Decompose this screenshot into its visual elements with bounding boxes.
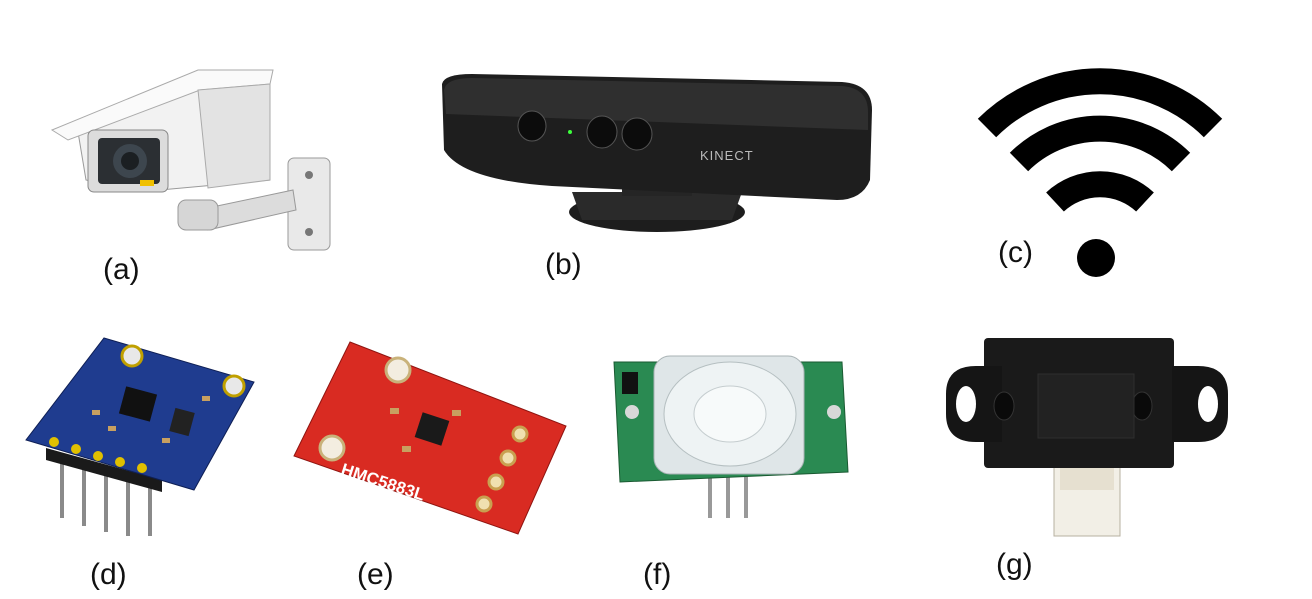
magnetometer-board-icon: HMC5883L <box>290 338 572 536</box>
surveillance-camera-icon <box>48 60 338 260</box>
panel-label-a: (a) <box>103 253 140 286</box>
kinect-sensor-icon: KINECT <box>432 70 882 240</box>
pir-sensor-icon <box>610 332 855 522</box>
wifi-icon <box>975 40 1225 280</box>
panel-label-d: (d) <box>90 558 127 591</box>
ir-distance-sensor-icon <box>942 334 1232 544</box>
panel-label-c: (c) <box>998 236 1033 269</box>
panel-label-g: (g) <box>996 548 1033 581</box>
panel-label-b: (b) <box>545 248 582 281</box>
panel-label-e: (e) <box>357 558 394 591</box>
imu-board-icon <box>22 330 262 540</box>
panel-label-f: (f) <box>643 558 672 591</box>
kinect-text: KINECT <box>700 148 754 163</box>
